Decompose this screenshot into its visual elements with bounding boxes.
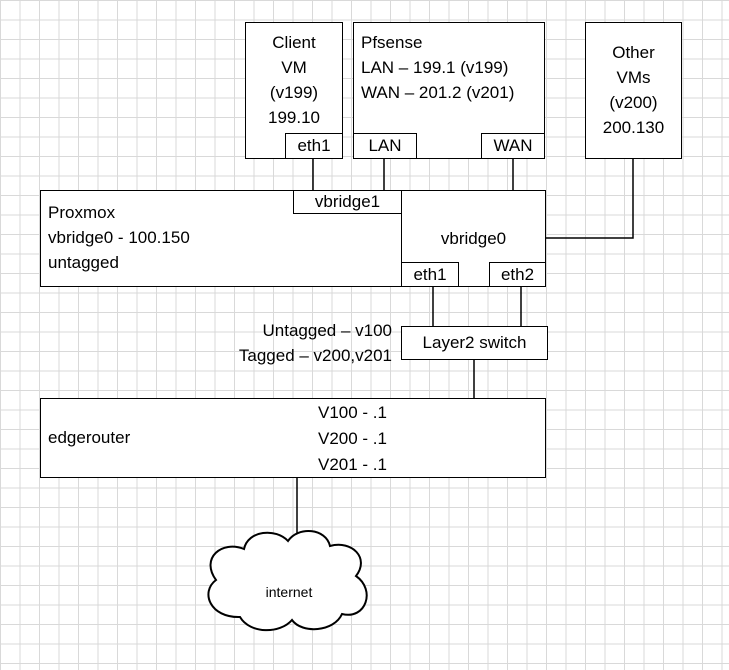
link-vlan-note-line: Untagged – v100 [262,321,393,340]
internet-cloud-shape [207,529,368,632]
vbridge1-box: vbridge1 [293,190,402,214]
pfsense-line: Pfsense [361,33,423,52]
other-vms-label: Other VMs (v200) 200.130 [586,40,681,140]
other-vms-line: VMs [616,68,651,87]
edgerouter-vlan-list: V100 - .1 V200 - .1 V201 - .1 [318,400,387,478]
vbridge0-label: vbridge0 [440,229,507,248]
othervms-to-vbridge0-line [545,158,634,239]
proxmox-eth2-label: eth2 [500,265,535,284]
internet-label: internet [265,584,313,600]
link-vlan-note: Untagged – v100 Tagged – v200,v201 [218,318,392,368]
proxmox-line: vbridge0 - 100.150 [48,228,190,247]
edgerouter-label: edgerouter [48,428,131,447]
client-vm-line: 199.10 [268,108,320,127]
proxmox-line: untagged [48,253,119,272]
pfsense-label: Pfsense LAN – 199.1 (v199) WAN – 201.2 (… [361,30,514,105]
proxmox-line: Proxmox [48,203,116,222]
edgerouter-vlan-line: V100 - .1 [318,403,387,422]
layer2-switch-box: Layer2 switch [401,326,548,360]
client-eth1-label: eth1 [297,136,331,155]
proxmox-eth1-port: eth1 [401,262,459,287]
vbridge1-label: vbridge1 [314,192,381,211]
layer2-switch-label: Layer2 switch [422,333,527,352]
proxmox-label: Proxmox vbridge0 - 100.150 untagged [48,200,190,275]
client-vm-line: Client [272,33,316,52]
proxmox-eth1-label: eth1 [413,265,447,284]
proxmox-eth2-port: eth2 [489,262,546,287]
client-vm-line: (v199) [269,83,319,102]
other-vms-line: Other [612,43,655,62]
link-vlan-note-line: Tagged – v200,v201 [238,346,392,365]
client-vm-line: VM [281,58,307,77]
other-vms-line: (v200) [609,93,658,112]
other-vms-box: Other VMs (v200) 200.130 [585,22,682,159]
pfsense-wan-port: WAN [481,133,545,159]
edgerouter-box: edgerouter V100 - .1 V200 - .1 V201 - .1 [40,398,546,478]
other-vms-line: 200.130 [602,118,665,137]
edgerouter-vlan-line: V201 - .1 [318,455,387,474]
pfsense-line: LAN – 199.1 (v199) [361,58,509,77]
client-eth1-port: eth1 [285,133,343,159]
pfsense-lan-label: LAN [368,136,402,155]
pfsense-lan-port: LAN [353,133,417,159]
pfsense-wan-label: WAN [493,136,533,155]
edgerouter-vlan-line: V200 - .1 [318,429,387,448]
client-vm-label: Client VM (v199) 199.10 [246,30,342,130]
pfsense-line: WAN – 201.2 (v201) [361,83,515,102]
